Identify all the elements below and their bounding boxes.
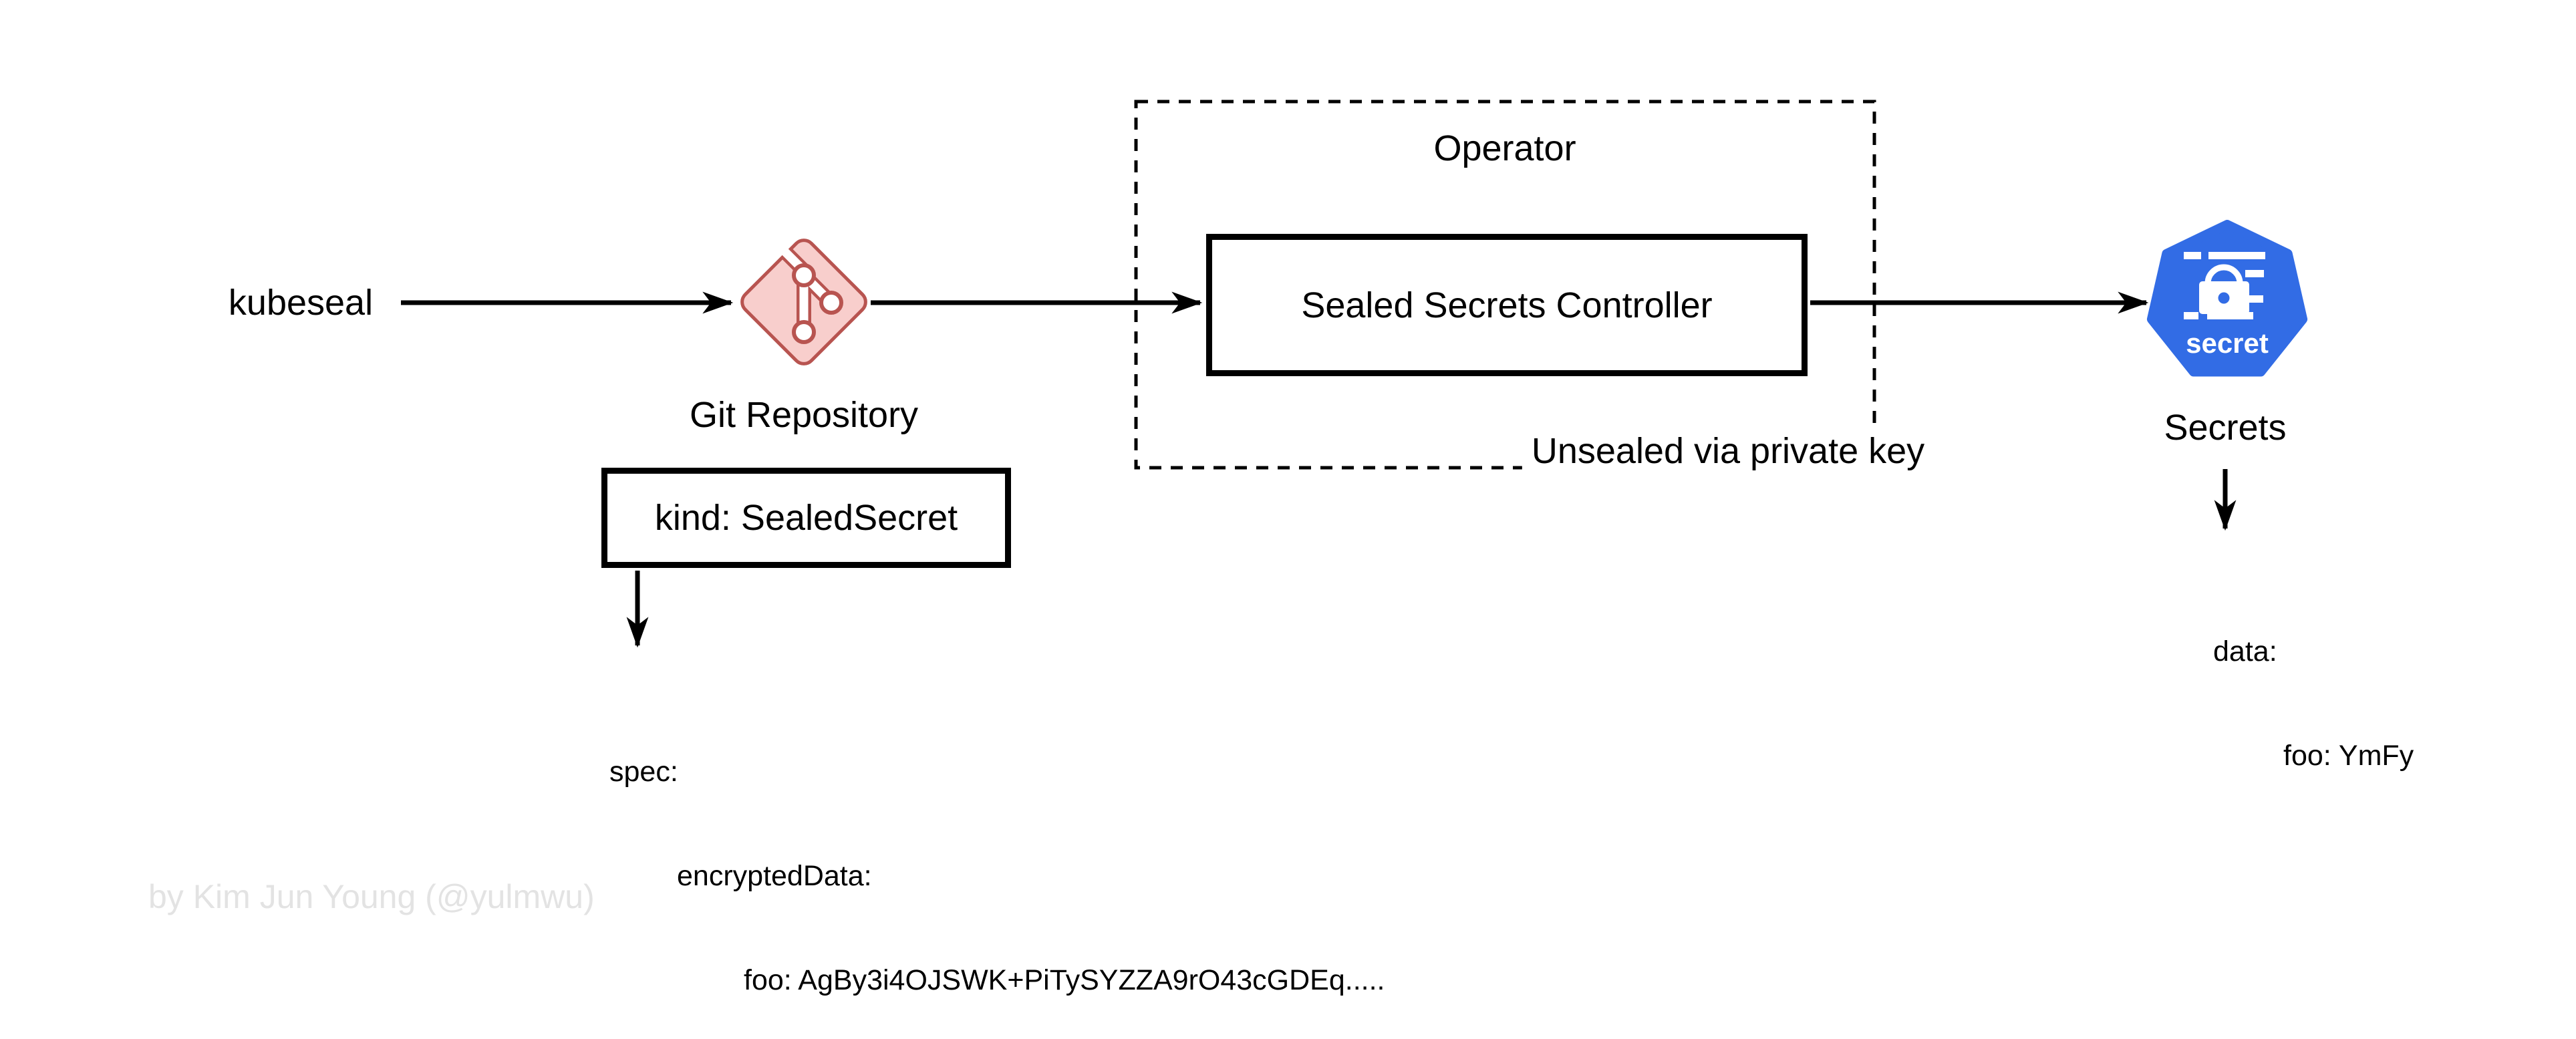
yaml-line: foo: AgBy3i4OJSWK+PiTySYZZA9rO43cGDEq...… [744, 964, 1385, 996]
lock-shackle [2204, 264, 2243, 284]
yaml-line: spec: [609, 756, 678, 788]
kubernetes-secret-icon: secret [2146, 220, 2308, 377]
operator-dashed-box [1134, 100, 1876, 470]
operator-label: Operator [1433, 128, 1576, 168]
secret-icon-caption: secret [2186, 327, 2269, 359]
unsealed-note: Unsealed via private key [1522, 427, 1935, 475]
secrets-label: Secrets [2164, 407, 2287, 448]
sealed-secret-kind-box: kind: SealedSecret [601, 468, 1011, 568]
yaml-line: data: [2213, 635, 2277, 667]
sealed-secrets-controller-box: Sealed Secrets Controller [1206, 234, 1808, 376]
git-repository-label: Git Repository [689, 394, 919, 435]
sealed-secret-kind-label: kind: SealedSecret [654, 498, 958, 538]
kubeseal-label: kubeseal [228, 282, 374, 323]
yaml-line: encryptedData: [677, 860, 872, 892]
lock-keyhole [2218, 292, 2230, 304]
secret-yaml: data: foo: YmFy [2213, 565, 2414, 843]
sealed-secrets-controller-label: Sealed Secrets Controller [1301, 285, 1713, 325]
author-watermark: by Kim Jun Young (@yulmwu) [148, 878, 595, 915]
git-icon [740, 237, 867, 365]
yaml-line: foo: YmFy [2283, 740, 2414, 772]
sealed-secret-yaml: spec: encryptedData: foo: AgBy3i4OJSWK+P… [609, 685, 1385, 1039]
